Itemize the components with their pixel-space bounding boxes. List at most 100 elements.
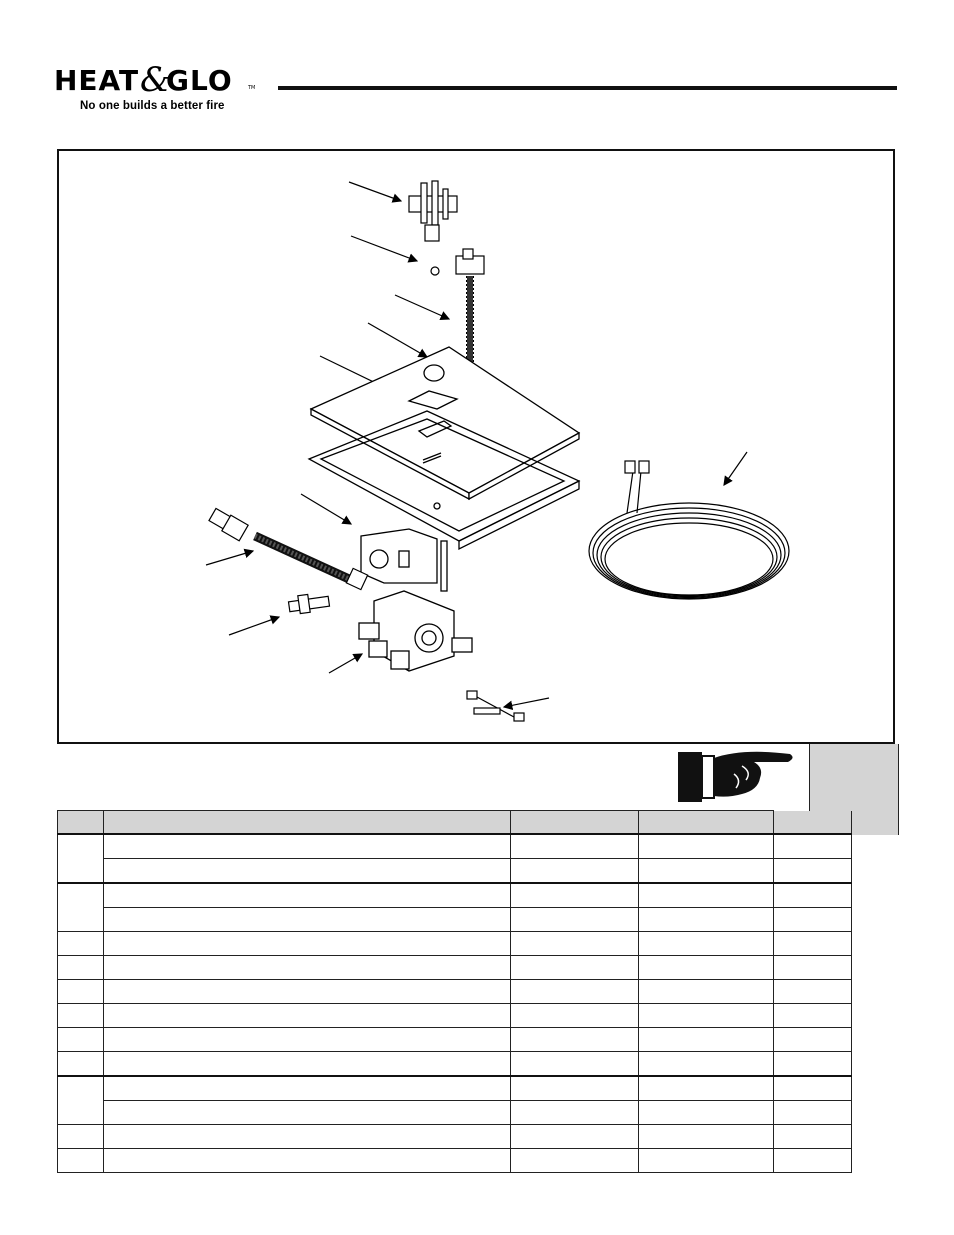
row-description — [103, 979, 511, 1004]
row-cell — [510, 833, 639, 859]
row-description — [103, 1100, 511, 1125]
row-cell — [510, 931, 639, 956]
row-number — [57, 1051, 104, 1077]
row-cell — [510, 1003, 639, 1028]
row-number — [57, 1148, 104, 1173]
parts-table — [57, 810, 852, 1173]
row-number — [57, 1124, 104, 1149]
header-description — [103, 810, 511, 835]
brand-logo: HEAT & GLO TM No one builds a better fir… — [52, 60, 262, 120]
row-description — [103, 882, 511, 908]
row-description — [103, 907, 511, 932]
row-description — [103, 1148, 511, 1173]
row-cell — [510, 907, 639, 932]
brand-tagline: No one builds a better fire — [80, 100, 225, 112]
row-cell — [638, 833, 774, 859]
table-row — [57, 979, 852, 1004]
row-number — [57, 1075, 104, 1125]
table-row — [57, 1075, 852, 1125]
valve-bracket-icon — [360, 528, 448, 592]
row-cell — [638, 1100, 774, 1125]
row-cell — [773, 1003, 852, 1028]
row-number — [57, 1027, 104, 1052]
row-cell — [510, 1075, 639, 1101]
row-number — [57, 979, 104, 1004]
row-description — [103, 1003, 511, 1028]
wire-harness-coil-icon — [588, 460, 790, 600]
row-cell — [510, 979, 639, 1004]
row-description — [103, 1051, 511, 1077]
row-cell — [510, 1148, 639, 1173]
row-cell — [773, 1051, 852, 1077]
table-row — [57, 833, 852, 884]
header-serial — [638, 810, 774, 835]
row-cell — [773, 955, 852, 980]
row-cell — [638, 1051, 774, 1077]
table-row — [57, 1051, 852, 1077]
row-cell — [638, 858, 774, 884]
row-description — [103, 1027, 511, 1052]
table-row — [57, 931, 852, 956]
row-number — [57, 931, 104, 956]
burner-base-plate-icon — [309, 346, 581, 501]
row-cell — [638, 1148, 774, 1173]
table-header-row — [57, 810, 852, 835]
row-cell — [510, 1124, 639, 1149]
header-service — [773, 810, 852, 835]
row-cell — [638, 882, 774, 908]
row-cell — [638, 1075, 774, 1101]
row-cell — [773, 907, 852, 932]
row-cell — [510, 858, 639, 884]
table-row — [57, 955, 852, 980]
row-cell — [638, 1003, 774, 1028]
table-row — [57, 1124, 852, 1149]
table-row — [57, 882, 852, 932]
header-rule — [278, 86, 897, 90]
row-cell — [638, 955, 774, 980]
pilot-assembly-icon — [408, 180, 458, 276]
row-cell — [638, 979, 774, 1004]
row-cell — [773, 979, 852, 1004]
leader-arrows — [205, 181, 748, 711]
row-number — [57, 833, 104, 884]
row-cell — [773, 1124, 852, 1149]
row-description — [103, 833, 511, 859]
row-cell — [638, 1124, 774, 1149]
wire-jumper-icon — [466, 690, 525, 722]
row-cell — [510, 1051, 639, 1077]
pointing-hand-icon — [678, 751, 793, 802]
heat-glo-logo-icon: HEAT & GLO TM — [54, 60, 255, 96]
row-cell — [638, 931, 774, 956]
svg-text:&: & — [140, 60, 170, 96]
gas-valve-icon — [358, 590, 473, 672]
row-description — [103, 858, 511, 884]
row-number — [57, 1003, 104, 1028]
table-row — [57, 1027, 852, 1052]
svg-text:TM: TM — [247, 85, 255, 91]
table-row — [58, 858, 852, 884]
row-cell — [773, 858, 852, 884]
table-row — [58, 907, 852, 932]
row-cell — [773, 1148, 852, 1173]
header-item — [57, 810, 104, 835]
svg-text:GLO: GLO — [166, 64, 233, 96]
row-cell — [773, 1075, 852, 1101]
row-cell — [773, 882, 852, 908]
exploded-view-drawing — [205, 180, 790, 722]
row-cell — [510, 1027, 639, 1052]
parts-diagram — [57, 149, 895, 744]
row-cell — [510, 1100, 639, 1125]
row-cell — [773, 1027, 852, 1052]
row-description — [103, 955, 511, 980]
spark-igniter-icon — [287, 593, 331, 615]
table-row — [57, 1003, 852, 1028]
row-description — [103, 1075, 511, 1101]
row-description — [103, 1124, 511, 1149]
table-row — [57, 1148, 852, 1173]
row-cell — [638, 1027, 774, 1052]
row-number — [57, 882, 104, 932]
row-cell — [510, 882, 639, 908]
row-number — [57, 955, 104, 980]
row-cell — [638, 907, 774, 932]
row-description — [103, 931, 511, 956]
